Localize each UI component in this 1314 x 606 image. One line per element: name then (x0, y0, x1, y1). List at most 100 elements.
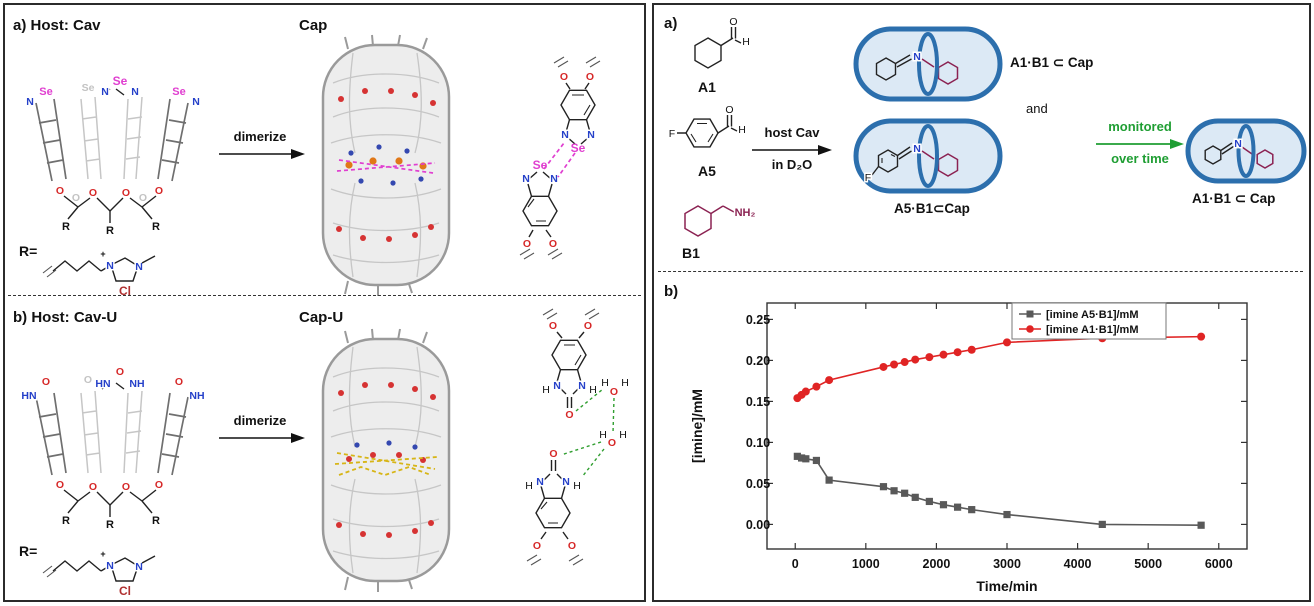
data-point-square (879, 483, 888, 491)
monitor-label-line2: over time (1111, 151, 1169, 166)
o-atom-label: O (122, 187, 130, 199)
oxygen-dots (336, 382, 436, 538)
reaction-arrow (752, 145, 832, 155)
n-atom-label: N (561, 129, 569, 141)
data-point-circle (911, 355, 920, 364)
hn-label: HN (95, 378, 110, 390)
x-tick-label: 5000 (1134, 557, 1162, 571)
resorcinarene-oxygens: O O O O O O (54, 184, 164, 205)
h-atom-label: H (542, 384, 550, 396)
o-atom-label: O (42, 376, 50, 388)
attachment-squiggle (519, 248, 563, 260)
data-point-square (812, 456, 821, 465)
h-atom-label: H (525, 480, 533, 492)
capsule-seam-ring (1236, 124, 1256, 178)
bowl-base: R R R (62, 195, 160, 237)
capsule-outline (853, 118, 1003, 194)
carbonyl-o-label: O (565, 409, 573, 421)
and-label: and (1026, 101, 1048, 116)
o-atom-label: O (725, 104, 733, 116)
product-complex-label: A1·B1 ⊂ Cap (1192, 191, 1276, 206)
n-atom-label: N (101, 86, 109, 98)
o-atom-label: O (89, 481, 97, 493)
cap-u-product-label: Cap-U (299, 309, 344, 326)
r-substituent-label: R (62, 515, 70, 527)
r-equals-label: R= (19, 543, 38, 559)
amine-b1-structure: NH₂ (684, 205, 757, 237)
n-atom-label: N (136, 561, 144, 573)
data-point-square (890, 487, 898, 495)
o-atom-label: O (56, 479, 64, 491)
h-atom-label: H (573, 480, 581, 492)
se-n-dashes (543, 142, 576, 178)
carbonyl-o-label: O (549, 448, 557, 460)
data-point-square (939, 501, 948, 509)
data-point-square (911, 493, 919, 501)
data-point-circle (925, 353, 934, 362)
n-atom-label: N (192, 96, 200, 108)
se-atom-label: Se (533, 158, 548, 172)
y-tick-label: 0.05 (746, 477, 770, 491)
cavitand-front-walls (35, 382, 189, 476)
imidazolium-ring (110, 557, 140, 582)
condition-d2o: in D₂O (771, 157, 813, 172)
resorcinarene-oxygens: O O O O (54, 478, 164, 495)
imine-guest (871, 146, 959, 177)
dimerize-label-b: dimerize (233, 413, 287, 428)
o-atom-label-back: O (139, 192, 147, 204)
o-atom-label: O (155, 185, 163, 197)
se-n-interaction-detail: O O N N Se N N Se O O (519, 56, 601, 260)
selenadiazole-rim-labels: Se N Se N Se N Se N (25, 74, 202, 110)
h-atom-label: H (619, 429, 627, 441)
se-atom-label: Se (571, 141, 586, 155)
legend-label: [imine A5·B1]/mM (1046, 309, 1139, 321)
dimerize-arrow-b (219, 433, 305, 443)
section-b-title: b) Host: Cav-U (13, 309, 118, 326)
x-tick-label: 0 (792, 557, 799, 571)
o-atom-label: O (584, 320, 592, 332)
cavitand-back-walls (80, 96, 143, 180)
data-point-square (802, 455, 810, 463)
series-line (796, 335, 1202, 399)
capsule-a5-b1: F N (853, 118, 1003, 194)
r-substituent-label: R (106, 225, 114, 237)
nh-label: NH (189, 390, 204, 402)
o-atom-label: O (608, 437, 616, 449)
n-atom-label: N (536, 476, 544, 488)
data-point-square (825, 476, 833, 484)
r-group-structure-a: N + N Cl (42, 249, 156, 298)
x-tick-label: 2000 (923, 557, 951, 571)
data-point-circle (801, 387, 810, 396)
cavitand-back-walls (80, 390, 143, 474)
n-atom-label: N (550, 173, 558, 185)
se-atom-label: Se (39, 86, 52, 98)
se-atom-label: Se (172, 86, 185, 98)
compound-label-b1: B1 (682, 245, 700, 261)
chloride-counterion: Cl (119, 584, 131, 598)
r-substituent-label: R (152, 515, 160, 527)
h-atom-label: H (589, 384, 597, 396)
data-point-square (797, 454, 806, 462)
imine-n-label: N (1234, 138, 1242, 150)
r-group-definition-a: R= N + N Cl (19, 243, 189, 299)
o-atom-label: O (568, 540, 576, 552)
o-atom-label: O (122, 481, 130, 493)
plus-charge: + (101, 549, 106, 559)
h-atom-label: H (742, 36, 750, 48)
water-molecule: H O H (598, 428, 629, 451)
selenium-dots (345, 157, 427, 170)
r-substituent-label: R (106, 519, 114, 531)
se-atom-label: Se (113, 74, 128, 88)
imidazolium-ring (110, 257, 140, 282)
dimerize-label-a: dimerize (233, 129, 287, 144)
o-atom-label: O (729, 16, 737, 28)
data-point-circle (1197, 332, 1206, 341)
y-tick-label: 0.25 (746, 313, 770, 327)
plus-charge: + (101, 249, 106, 259)
o-atom-label-back: O (72, 192, 80, 204)
monitor-label-line1: monitored (1108, 119, 1172, 134)
o-atom-label: O (533, 540, 541, 552)
attachment-squiggle (553, 56, 601, 68)
n-atom-label: N (587, 129, 595, 141)
benzimidazolone-rim-labels: O HN O HN O NH O NH (20, 365, 206, 404)
